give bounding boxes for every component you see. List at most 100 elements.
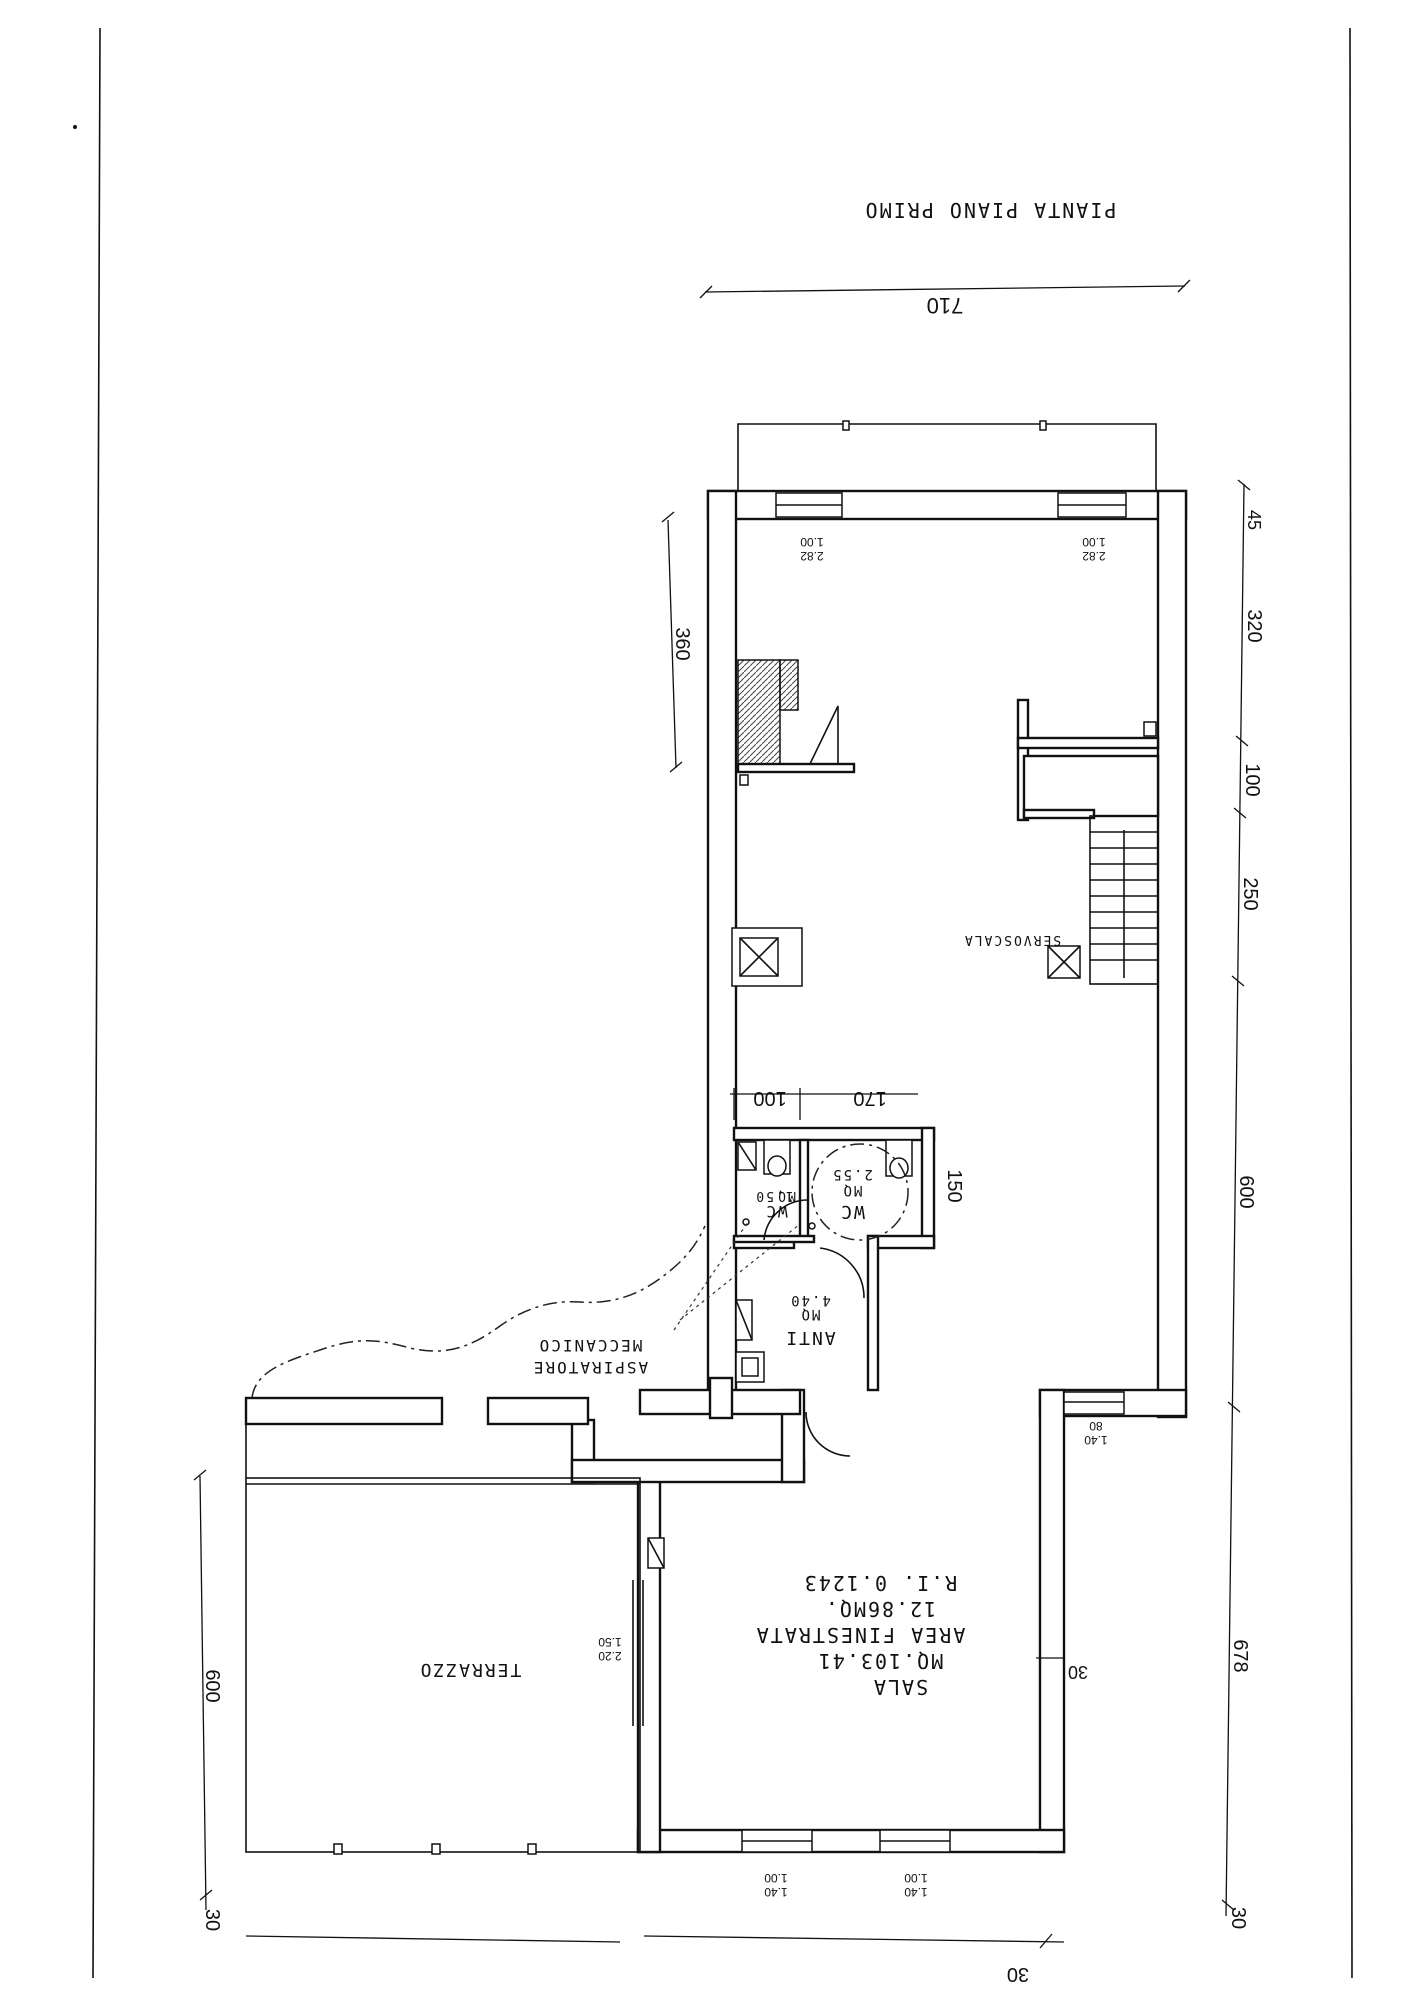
dimension-tick <box>199 1889 213 1901</box>
opening-top-left-2: 2.82 <box>800 549 824 563</box>
terrazzo-label: TERRAZZO <box>419 1659 522 1680</box>
sheet-border-right <box>1349 27 1353 1979</box>
wall <box>1022 754 1160 818</box>
dimension-line-top <box>704 285 1186 293</box>
balcony-post <box>842 420 850 431</box>
wall <box>708 1376 734 1420</box>
opening-right-door-1: 80 <box>1089 1419 1103 1433</box>
sala-area: MQ.103.41 <box>817 1649 943 1673</box>
aspiratore-line1: ASPIRATORE <box>532 1358 648 1377</box>
terrace-post <box>333 1843 343 1855</box>
dimension-right-30: 30 <box>1227 1907 1249 1929</box>
opening-bottom-right-1: 1.00 <box>904 1871 928 1885</box>
dimension-right-45: 45 <box>1244 510 1264 530</box>
dimension-right-320: 320 <box>1243 609 1265 642</box>
dimension-tick <box>661 511 675 523</box>
wall <box>1022 808 1096 820</box>
dimension-right-600: 600 <box>1235 1175 1257 1208</box>
sheet-border-left <box>92 27 101 1979</box>
stair-outline <box>1089 815 1159 985</box>
terrace <box>245 1424 665 1855</box>
servoscala-stair <box>1089 815 1159 985</box>
servoscala-cross <box>1047 945 1081 979</box>
dimension-wc-170: 170 <box>853 1087 886 1109</box>
sala-window-area: 12.86MQ. <box>824 1597 936 1621</box>
dimension-right-100: 100 <box>1241 763 1263 796</box>
dimension-left-600: 600 <box>201 1669 223 1702</box>
shaft-cross <box>739 937 779 977</box>
wc-small-name: WC <box>764 1202 787 1221</box>
wc-small-area: 1.50 <box>754 1188 793 1203</box>
dimension-right-678: 678 <box>1229 1639 1251 1672</box>
wheelchair-turning-circle <box>811 1143 909 1241</box>
anti-sink-inner <box>741 1357 759 1377</box>
right-dimension-chain <box>1221 479 1251 1917</box>
aspiratore-cloud <box>251 1225 706 1399</box>
dimension-wc-100: 100 <box>753 1087 786 1109</box>
top-balcony <box>737 423 1157 492</box>
aspiratore-line2: MECCANICO <box>538 1336 643 1355</box>
wall <box>920 1126 936 1250</box>
dimension-left-360: 360 <box>671 627 693 660</box>
dimension-tick <box>1231 975 1245 987</box>
opening-top-left-1: 1.00 <box>800 535 824 549</box>
anti-name: ANTI <box>784 1327 835 1348</box>
plan-title: PIANTA PIANO PRIMO <box>864 198 1117 222</box>
outer-walls <box>244 489 1188 1854</box>
terrace-door-2: 2.20 <box>598 1649 622 1663</box>
dimension-left-30: 30 <box>201 1909 223 1931</box>
wall <box>866 1234 880 1392</box>
dimension-tick <box>1039 1933 1053 1949</box>
dimension-line-bottom-right <box>643 1935 1065 1943</box>
wall <box>736 762 856 774</box>
servoscala-label: SERVOSCALA <box>963 932 1061 947</box>
dimension-710: 710 <box>927 293 964 318</box>
wall <box>798 1138 810 1242</box>
dimension-line-right <box>1225 483 1245 1917</box>
wall <box>732 1234 816 1244</box>
fixture-dot <box>808 1222 816 1230</box>
wall <box>1038 1388 1066 1854</box>
scan-speck <box>73 125 77 129</box>
dimension-tick <box>699 285 713 299</box>
wall <box>732 1126 936 1142</box>
hatched-stair <box>779 659 799 711</box>
dimension-tick <box>669 761 683 773</box>
small-column <box>1143 721 1157 737</box>
terrace-post <box>527 1843 537 1855</box>
dimension-line-left-upper <box>667 519 677 769</box>
hatched-stair <box>737 659 781 769</box>
wall <box>1156 489 1188 1419</box>
wall <box>636 1828 1066 1854</box>
dimension-tick <box>193 1469 207 1481</box>
wc-large-area: 2.55 <box>831 1166 873 1182</box>
toilet-bowl <box>767 1155 787 1177</box>
terrace-outline <box>245 1477 641 1853</box>
balcony-post <box>1039 420 1047 431</box>
opening-top-right-1: 1.00 <box>1082 535 1106 549</box>
sala-ri: R.I. 0.1243 <box>803 1571 957 1595</box>
dimension-right-250: 250 <box>1239 877 1261 910</box>
wc-block <box>732 1126 936 1457</box>
wall <box>486 1396 590 1426</box>
dimension-wc-150: 150 <box>943 1169 965 1202</box>
wc-small-area-label: MQ <box>776 1188 796 1203</box>
dimension-tick <box>1227 1401 1241 1413</box>
dimension-tick <box>1237 479 1251 491</box>
sala-window-area-label: AREA FINESTRATA <box>755 1623 966 1647</box>
opening-bottom-right-2: 1.40 <box>904 1885 928 1899</box>
dimension-tick <box>1233 807 1247 819</box>
anti-area: 4.40 <box>789 1292 831 1308</box>
terrace-door-1: 1.50 <box>598 1635 622 1649</box>
door-swing <box>763 1199 809 1241</box>
terrace-post <box>431 1843 441 1855</box>
opening-right-door-2: 1.40 <box>1084 1433 1108 1447</box>
sala-name: SALA <box>872 1675 928 1699</box>
dimension-tick <box>1235 735 1249 747</box>
anti-area-label: MQ <box>800 1306 821 1322</box>
wc-large-name: WC <box>839 1201 865 1222</box>
dimension-line-left-lower <box>199 1475 207 1911</box>
opening-top-right-2: 2.82 <box>1082 549 1106 563</box>
dimension-line-bottom-left <box>245 1935 621 1943</box>
